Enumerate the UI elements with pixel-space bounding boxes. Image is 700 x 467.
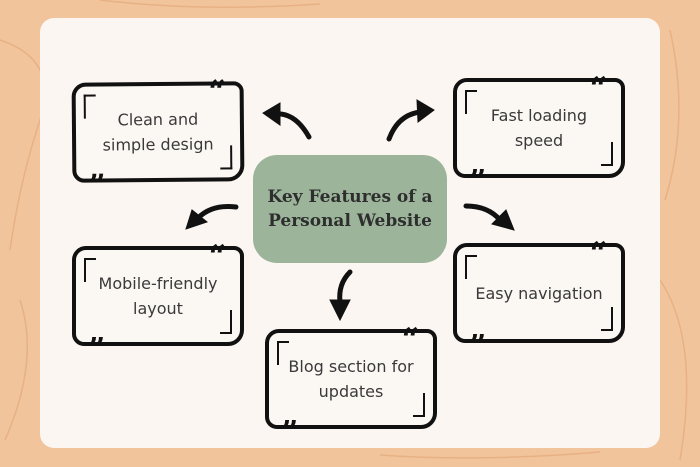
close-quote-icon: ”: [281, 415, 299, 450]
feature-label: Fast loading speed: [490, 106, 588, 150]
feature-label: Clean and simple design: [102, 109, 214, 155]
open-quote-icon: “: [208, 74, 226, 110]
feature-label: Easy navigation: [475, 283, 603, 303]
open-quote-icon: “: [401, 322, 419, 357]
close-quote-icon: ”: [469, 329, 487, 364]
arrowhead-icon: [262, 102, 281, 126]
close-quote-icon: ”: [469, 164, 487, 199]
arrowhead-icon: [416, 99, 435, 123]
open-quote-icon: “: [589, 236, 607, 271]
arrowhead-icon: [185, 209, 209, 230]
arrowhead-icon: [491, 209, 515, 231]
feature-box-blog-section: “ ” Blog section for updates: [265, 322, 437, 448]
close-quote-icon: ”: [88, 168, 106, 204]
feature-label: Blog section for updates: [288, 357, 414, 401]
feature-label: Mobile-friendly layout: [98, 274, 218, 318]
arrow-to-mobile: [195, 204, 239, 221]
central-topic: Key Features of a Personal Website: [253, 155, 447, 263]
feature-box-easy-navigation: “ ” Easy navigation: [453, 236, 625, 362]
feature-box-fast-loading: “ ” Fast loading speed: [453, 71, 625, 197]
arrow-to-blog: [337, 269, 353, 305]
close-quote-icon: ”: [88, 332, 106, 367]
arrow-to-easy: [463, 203, 503, 223]
feature-box-mobile-friendly: “ ” Mobile-friendly layout: [72, 239, 244, 365]
open-quote-icon: “: [208, 239, 226, 274]
arrow-to-fast: [386, 109, 423, 142]
arrowhead-icon: [329, 299, 351, 322]
open-quote-icon: “: [589, 71, 607, 106]
feature-box-clean-design: “ ” Clean and simple design: [71, 74, 245, 204]
